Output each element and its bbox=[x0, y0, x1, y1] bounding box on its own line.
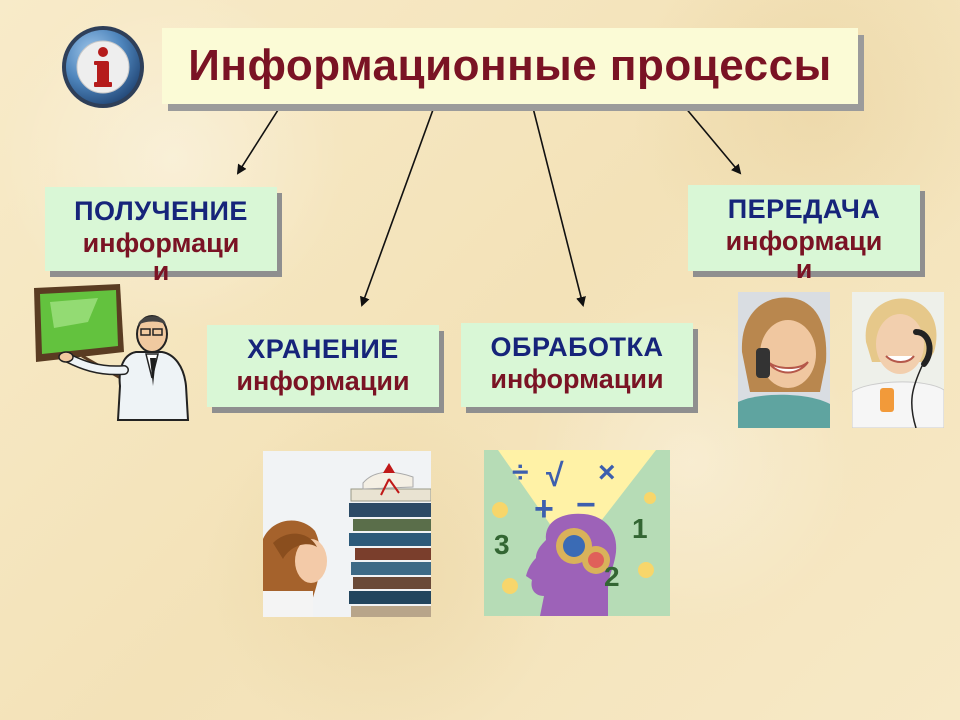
transmit-subtitle-wrap: и bbox=[795, 254, 813, 284]
title-box: Информационные процессы bbox=[162, 28, 858, 104]
receive-subtitle: информаци bbox=[82, 228, 240, 258]
receive-subtitle-wrap: и bbox=[152, 256, 170, 286]
info-icon bbox=[62, 26, 144, 108]
receive-info-box: ПОЛУЧЕНИЕ информаци и bbox=[45, 187, 277, 285]
transmit-info-box: ПЕРЕДАЧА информаци и bbox=[688, 185, 920, 283]
transmit-subtitle: информаци bbox=[725, 226, 883, 256]
sqrt-symbol: √ bbox=[546, 457, 564, 493]
digit-two: 2 bbox=[604, 561, 620, 592]
arrow-to-process bbox=[529, 95, 586, 307]
divide-symbol: ÷ bbox=[512, 456, 528, 489]
digit-one: 1 bbox=[632, 513, 648, 544]
thinking-head-image: ÷ √ × + − 1 2 3 bbox=[484, 450, 670, 616]
process-subtitle: информации bbox=[490, 364, 664, 394]
receive-heading: ПОЛУЧЕНИЕ bbox=[74, 196, 248, 226]
woman-on-phone-image bbox=[738, 292, 830, 428]
process-info-box: ОБРАБОТКА информации bbox=[461, 323, 693, 407]
digit-three: 3 bbox=[494, 529, 510, 560]
process-heading: ОБРАБОТКА bbox=[490, 332, 664, 362]
girl-with-books-image bbox=[263, 451, 431, 617]
multiply-symbol: × bbox=[598, 456, 616, 489]
arrow-to-store bbox=[360, 95, 439, 307]
transmit-heading: ПЕРЕДАЧА bbox=[727, 194, 881, 224]
teacher-with-board-image bbox=[34, 284, 190, 421]
plus-symbol: + bbox=[534, 490, 554, 528]
store-subtitle: информации bbox=[236, 366, 410, 396]
store-heading: ХРАНЕНИЕ bbox=[247, 334, 399, 364]
woman-with-phone-image bbox=[852, 292, 944, 428]
page-title: Информационные процессы bbox=[188, 41, 832, 90]
store-info-box: ХРАНЕНИЕ информации bbox=[207, 325, 439, 407]
